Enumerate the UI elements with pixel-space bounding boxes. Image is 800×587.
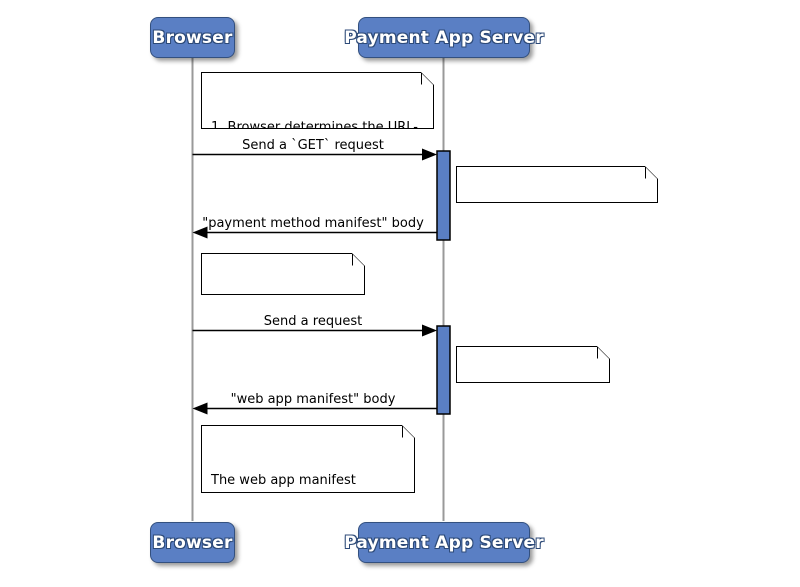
participant-browser-bottom[interactable]: Browser xyxy=(150,522,235,563)
activation-bar-1 xyxy=(436,150,451,241)
activation-bar-2 xyxy=(436,325,451,415)
participant-label: Payment App Server xyxy=(344,532,544,553)
participant-label: Payment App Server xyxy=(344,27,544,48)
arrowhead-2 xyxy=(192,226,208,239)
arrowhead-1 xyxy=(422,148,437,161)
arrowhead-3 xyxy=(422,324,437,337)
participant-label: Browser xyxy=(152,27,233,48)
participant-server-bottom[interactable]: Payment App Server xyxy=(344,522,544,563)
message-label-get-request: Send a `GET` request xyxy=(242,138,384,153)
message-label-web-app-manifest-body: "web app manifest" body xyxy=(230,392,396,407)
participant-server-top[interactable]: Payment App Server xyxy=(344,17,544,58)
note-browser-determines-manifest-url: Browser determines the web app manifest … xyxy=(201,253,365,295)
message-label-payment-method-manifest-body: "payment method manifest" body xyxy=(202,216,424,231)
arrowhead-4 xyxy=(192,402,208,415)
note-payment-method-identifier-url: "payment method identifier" URL xyxy=(456,166,658,203)
note-web-app-manifest-url: "web app manifest" URL xyxy=(456,346,610,383)
message-label-send-a-request: Send a request xyxy=(263,314,363,329)
note-browser-determines-identifier: 1. Browser determines the URL-based paym… xyxy=(201,72,434,129)
note-web-app-manifest-includes: The web app manifest includes either a s… xyxy=(201,425,415,493)
participant-browser-top[interactable]: Browser xyxy=(150,17,235,58)
participant-label: Browser xyxy=(152,532,233,553)
